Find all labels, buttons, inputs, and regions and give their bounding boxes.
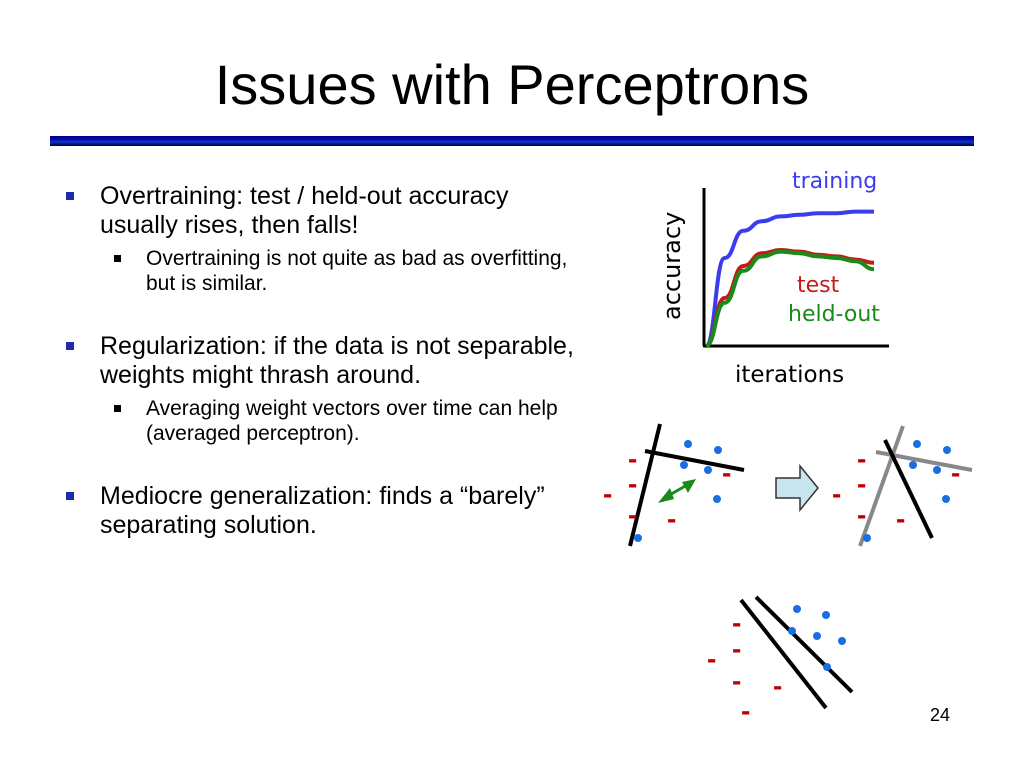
- positive-example-dot: [822, 611, 830, 619]
- positive-example-dot: [680, 461, 688, 469]
- negative-example-mark: -: [732, 607, 741, 638]
- square-bullet-icon: [100, 396, 146, 446]
- positive-example-dot: [913, 440, 921, 448]
- chart-ylabel: accuracy: [658, 212, 686, 320]
- positive-example-dot: [634, 534, 642, 542]
- negative-example-mark: -: [603, 478, 612, 509]
- positive-example-dot: [942, 495, 950, 503]
- separator-line: [754, 595, 854, 694]
- negative-example-mark: -: [857, 468, 866, 499]
- separator-diagram-margin: ------: [707, 595, 854, 726]
- negative-example-mark: -: [857, 443, 866, 474]
- series-line-training: [704, 209, 874, 348]
- positive-example-dot: [933, 466, 941, 474]
- separator-diagram-after: ------: [832, 425, 973, 547]
- positive-example-dot: [713, 495, 721, 503]
- sub-bullet-text: Overtraining is not quite as bad as over…: [146, 247, 568, 295]
- next-arrow-icon: [775, 463, 819, 513]
- negative-example-mark: -: [722, 457, 731, 488]
- separator-line: [858, 425, 905, 547]
- square-bullet-icon: [60, 332, 100, 390]
- negative-example-mark: -: [628, 468, 637, 499]
- legend-training: training: [792, 169, 877, 194]
- positive-example-dot: [714, 446, 722, 454]
- separator-line: [644, 449, 745, 472]
- page-number: 24: [930, 705, 951, 725]
- positive-example-dot: [704, 466, 712, 474]
- positive-example-dot: [793, 605, 801, 613]
- negative-example-mark: -: [857, 499, 866, 530]
- positive-example-dot: [863, 534, 871, 542]
- negative-example-mark: -: [707, 643, 716, 674]
- square-bullet-icon: [100, 246, 146, 296]
- separator-line: [628, 423, 662, 547]
- bullet-text: Overtraining: test / held-out accuracy u…: [100, 182, 509, 239]
- positive-example-dot: [838, 637, 846, 645]
- positive-example-dot: [684, 440, 692, 448]
- sub-bullet-regularization: Averaging weight vectors over time can h…: [100, 396, 580, 446]
- negative-example-mark: -: [951, 457, 960, 488]
- negative-example-mark: -: [732, 633, 741, 664]
- negative-example-mark: -: [667, 503, 676, 534]
- arrow-head-icon: [658, 488, 674, 503]
- bullet-overtraining: Overtraining: test / held-out accuracy u…: [60, 182, 580, 240]
- negative-example-mark: -: [732, 665, 741, 696]
- separator-diagram-before: ------: [603, 423, 745, 547]
- series-line-held-out: [704, 249, 875, 348]
- separator-line: [883, 439, 934, 539]
- positive-example-dot: [943, 446, 951, 454]
- bullet-generalization: Mediocre generalization: finds a “barely…: [60, 482, 580, 540]
- positive-example-dot: [788, 627, 796, 635]
- square-bullet-icon: [60, 182, 100, 240]
- negative-example-mark: -: [741, 695, 750, 726]
- legend-test: test: [797, 273, 840, 298]
- bullet-list: Overtraining: test / held-out accuracy u…: [60, 182, 580, 540]
- negative-example-mark: -: [896, 503, 905, 534]
- accuracy-chart: accuracy iterations training test held-o…: [658, 169, 889, 388]
- bullet-regularization: Regularization: if the data is not separ…: [60, 332, 580, 390]
- separator-line: [739, 598, 828, 710]
- sub-bullet-overtraining: Overtraining is not quite as bad as over…: [100, 246, 580, 296]
- positive-example-dot: [909, 461, 917, 469]
- slide-title: Issues with Perceptrons: [214, 53, 810, 116]
- negative-example-mark: -: [832, 478, 841, 509]
- chart-xlabel: iterations: [735, 362, 844, 388]
- negative-example-mark: -: [773, 670, 782, 701]
- bullet-text: Mediocre generalization: finds a “barely…: [100, 482, 545, 539]
- sub-bullet-text: Averaging weight vectors over time can h…: [146, 397, 558, 445]
- bullet-text: Regularization: if the data is not separ…: [100, 332, 574, 389]
- negative-example-mark: -: [628, 499, 637, 530]
- negative-example-mark: -: [628, 443, 637, 474]
- square-bullet-icon: [60, 482, 100, 540]
- legend-held-out: held-out: [788, 302, 880, 327]
- title-divider: [50, 136, 974, 146]
- positive-example-dot: [813, 632, 821, 640]
- arrow-head-icon: [682, 479, 696, 493]
- positive-example-dot: [823, 663, 831, 671]
